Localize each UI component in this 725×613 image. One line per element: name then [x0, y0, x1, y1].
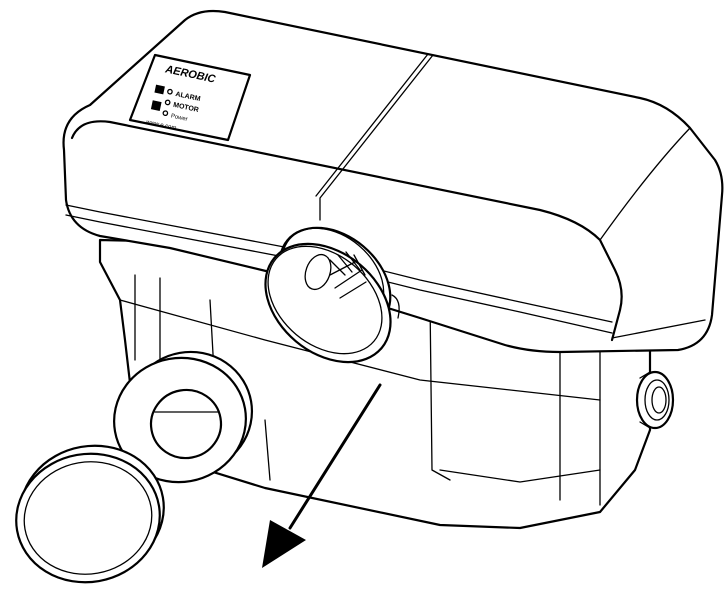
status-power-label: Power	[170, 113, 188, 122]
arrow-head-icon	[262, 520, 306, 568]
power-led-icon	[162, 110, 169, 117]
inlet-port	[264, 226, 400, 364]
motor-led-icon	[164, 99, 171, 106]
removal-arrow	[262, 383, 382, 568]
gasket-ring	[113, 350, 254, 484]
label-panel: AEROBIC ALARM MOTOR Power www.e.com	[128, 53, 252, 142]
alarm-indicator-icon	[154, 84, 165, 95]
alarm-led-icon	[167, 88, 173, 95]
end-cap	[15, 444, 165, 584]
motor-indicator-icon	[150, 100, 162, 111]
impeller-icon	[304, 251, 367, 299]
side-port	[635, 370, 675, 430]
